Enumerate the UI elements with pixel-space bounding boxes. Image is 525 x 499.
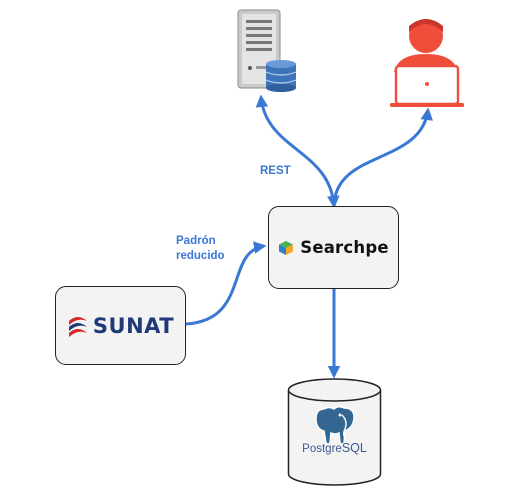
sunat-node[interactable]: SUNAT (55, 286, 186, 365)
searchpe-node[interactable]: Searchpe (268, 206, 399, 289)
searchpe-title: Searchpe (300, 238, 389, 257)
postgres-title-prefix: Postgre (302, 443, 342, 455)
edge-sunat-searchpe (185, 241, 267, 326)
postgres-node[interactable]: PostgreSQL (287, 378, 382, 486)
elephant-icon (315, 405, 355, 445)
database-icon (265, 60, 297, 92)
user-laptop-icon (390, 19, 464, 107)
postgres-title-suffix: SQL (341, 441, 367, 455)
edge-user-searchpe (332, 107, 433, 207)
padron-label-line2: reducido (176, 250, 225, 262)
server-icon (237, 9, 297, 92)
cylinder-shape (287, 378, 382, 486)
edge-server-searchpe (255, 94, 340, 209)
sunat-title: SUNAT (92, 313, 175, 338)
cube-logo-icon (279, 240, 294, 255)
padron-reducido-label: Padrón reducido (176, 234, 225, 264)
rest-label: REST (260, 165, 291, 177)
padron-label-line1: Padrón (176, 235, 216, 247)
sunat-logo-icon (68, 316, 87, 337)
postgres-title: PostgreSQL (287, 441, 382, 455)
